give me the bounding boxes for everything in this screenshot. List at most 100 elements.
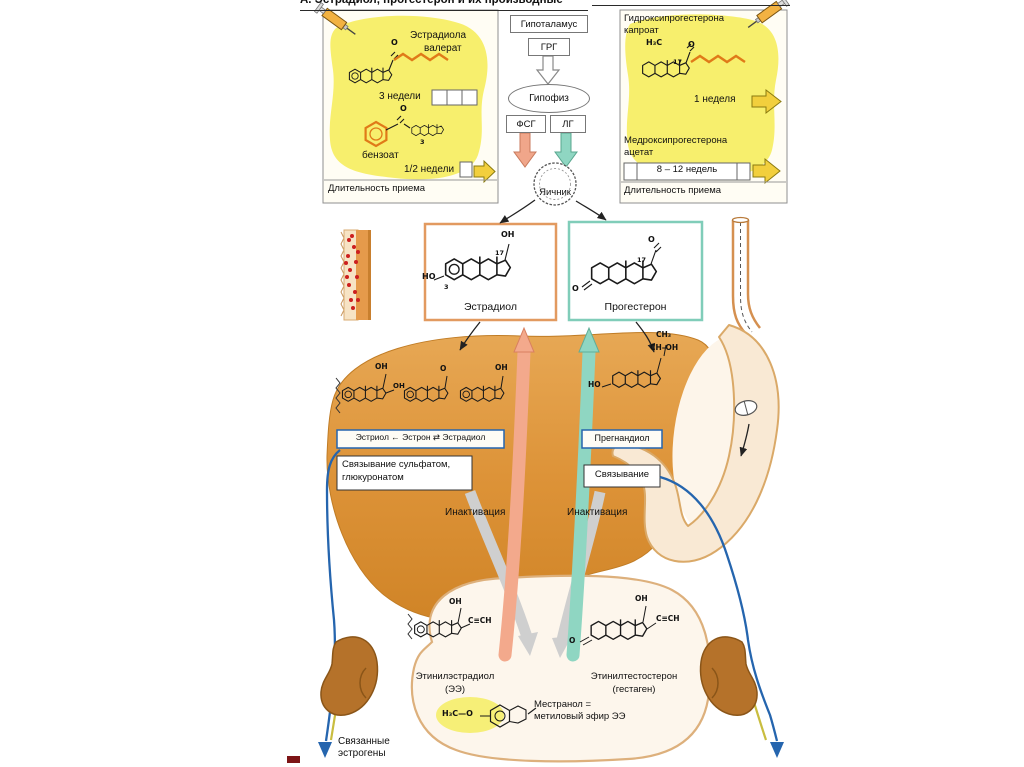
chem-label-c3: 3 — [420, 138, 425, 146]
drug-label-estradiol-valerate: Эстрадиола — [410, 30, 467, 41]
chem-label-oh: OH — [393, 382, 405, 390]
lh-box: ЛГ — [550, 115, 586, 133]
chem-label-choh: CH–OH — [650, 343, 679, 352]
conjugation-label-line2: глюкуронатом — [342, 472, 404, 483]
title-underline — [300, 10, 588, 11]
ovary-shape — [533, 162, 577, 206]
duration-cells-3-weeks — [431, 89, 478, 106]
axis-arrows — [513, 55, 578, 206]
panel-footer-left: Длительность приема — [328, 183, 426, 194]
pregnanediol-box — [581, 429, 663, 449]
ethinyltestosterone-label: Этинилтестостерон — [590, 671, 678, 682]
chem-label-ho: HO — [422, 272, 436, 281]
chem-label-cch: C≡CH — [656, 614, 680, 623]
chem-label-ho: HO — [588, 380, 601, 389]
chem-label-oh: OH — [449, 597, 462, 606]
drug-label-acetate: ацетат — [624, 147, 654, 158]
kidney-left — [320, 636, 379, 716]
title-rule — [592, 5, 790, 6]
drug-label-caproate: капроат — [624, 25, 659, 36]
liver-metabolite-structures — [335, 344, 667, 414]
chem-label-o: O — [572, 284, 579, 293]
panel-estradiol-depot — [313, 1, 499, 204]
grg-arrow — [535, 55, 561, 85]
chem-label-o: O — [688, 40, 695, 49]
ovary-label: Яичник — [539, 187, 571, 198]
estradiol-label: Эстрадиол — [463, 301, 517, 313]
drug-label-benzoate: бензоат — [362, 150, 399, 161]
duration-cells-8-12-weeks — [623, 162, 751, 181]
ethinylestradiol-abbr: (ЭЭ) — [445, 684, 465, 695]
benzene-ring-icon — [364, 120, 388, 148]
chem-label-h3co: H₃C—O — [442, 709, 473, 718]
yellow-arrow-icon — [473, 159, 496, 184]
mestranol-label-line1: Местранол = — [534, 699, 592, 710]
drug-label-medroxyprogesterone: Медроксипрогестерона — [624, 135, 728, 146]
bound-estrogens-line1: Связанные — [338, 736, 390, 747]
binding-label: Связывание — [594, 469, 650, 480]
panel-progesterone-depot — [619, 0, 790, 204]
yellow-arrow-icon — [752, 157, 781, 185]
hypothalamus-box: Гипоталамус — [510, 15, 588, 33]
esophagus-tube — [731, 216, 761, 335]
valerate-chain — [393, 52, 449, 62]
chem-label-c3: 3 — [444, 283, 449, 291]
pregnanediol-label: Прегнандиол — [594, 433, 650, 443]
pituitary-ellipse: Гипофиз — [508, 84, 590, 113]
estradiol-box — [423, 222, 558, 322]
liver-metabolites-label: Эстриол ← Эстрон ⇄ Эстрадиол — [355, 432, 486, 442]
chem-label-oh: OH — [495, 363, 508, 372]
chem-label-c17: 17 — [495, 249, 505, 257]
flow-arrows-thin — [459, 199, 750, 457]
grg-box: ГРГ — [528, 38, 570, 56]
chem-label-oh: OH — [635, 594, 648, 603]
panel-footer-right: Длительность приема — [624, 185, 722, 196]
chem-label-o: O — [569, 636, 576, 645]
mestranol-label-line2: метиловый эфир ЭЭ — [534, 711, 626, 722]
ethinylestradiol-label: Этинилэстрадиол — [415, 671, 495, 682]
fsh-box: ФСГ — [506, 115, 546, 133]
conjugation-label-line1: Связывание сульфатом, — [342, 459, 451, 470]
slide-marker — [287, 756, 300, 763]
bound-estrogens-line2: эстрогены — [338, 748, 386, 759]
conjugation-box — [336, 455, 473, 491]
drug-dots — [344, 234, 360, 310]
mestranol-highlight — [436, 697, 504, 733]
drug-label-valerate: валерат — [424, 43, 462, 54]
chem-label-c17: 17 — [673, 58, 683, 66]
skin-patch — [340, 229, 371, 321]
duration-3-weeks: 3 недели — [379, 91, 421, 102]
chem-label-ch3: CH₃ — [656, 330, 672, 339]
lh-arrow — [554, 132, 578, 168]
gut-structures — [407, 605, 657, 728]
chem-label-cch: C≡CH — [468, 616, 492, 625]
chem-label-oh: OH — [501, 230, 515, 239]
caproate-chain — [690, 54, 746, 64]
page-title: А. Эстрадиол, прогестерон и их производн… — [300, 0, 563, 6]
progesterone-box — [567, 220, 704, 322]
chem-label-h3c: H₃C — [646, 38, 663, 47]
stomach-shape — [611, 324, 780, 563]
duration-half-week: 1/2 недели — [404, 164, 455, 175]
gestagen-abbr: (гестаген) — [612, 684, 656, 695]
duration-8-12-weeks: 8 – 12 недель — [656, 164, 718, 175]
chem-label-o: O — [391, 38, 398, 47]
chem-label-oh: OH — [375, 362, 388, 371]
progesterone-label: Прогестерон — [604, 301, 667, 313]
metabolites-box — [336, 429, 505, 449]
bile-blue-line-right — [659, 475, 779, 742]
pill-icon — [734, 400, 758, 416]
yellow-arrow-icon — [751, 88, 782, 115]
drug-label-hydroxyprogesterone: Гидроксипрогестерона — [624, 13, 724, 24]
chem-label-o: O — [400, 104, 407, 113]
binding-box — [583, 464, 661, 488]
estrogen-flow-arrow — [498, 326, 535, 662]
yellow-blob — [625, 14, 779, 179]
gestagen-flow-arrow — [566, 326, 600, 662]
chem-label-o: O — [648, 235, 655, 244]
chem-label-o: O — [440, 364, 447, 373]
inactivation-label-right: Инактивация — [567, 507, 628, 518]
excretion-arrow-right — [770, 742, 784, 758]
